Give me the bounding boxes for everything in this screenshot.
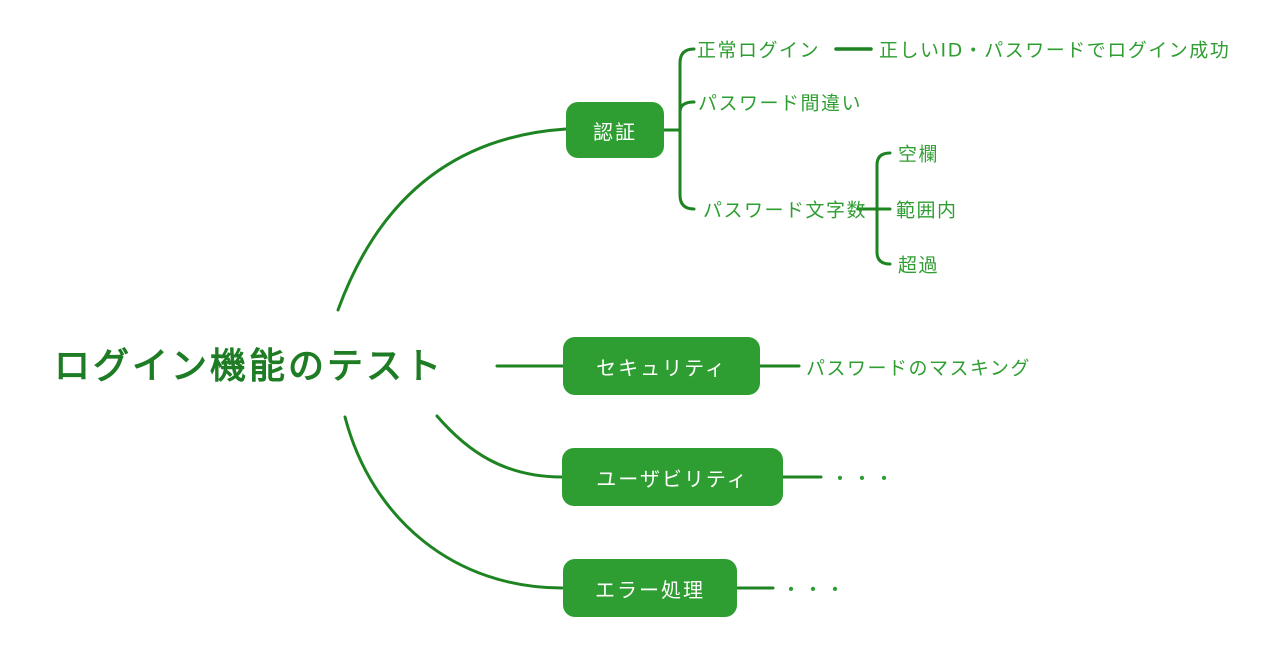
leaf-blank[interactable]: 空欄	[898, 143, 940, 166]
tick-auth-child2	[678, 100, 696, 114]
root-node-login-test[interactable]: ログイン機能のテスト	[54, 346, 445, 387]
leaf-within-range[interactable]: 範囲内	[896, 199, 958, 222]
connector-root-auth	[336, 127, 568, 312]
leaf-error-ellipsis[interactable]: ・・・	[781, 577, 847, 602]
node-authentication[interactable]: 認証	[566, 102, 664, 158]
leaf-wrong-password[interactable]: パスワード間違い	[698, 92, 863, 115]
node-security[interactable]: セキュリティ	[563, 337, 760, 395]
leaf-usability-ellipsis[interactable]: ・・・	[830, 466, 896, 491]
leaf-password-masking[interactable]: パスワードのマスキング	[806, 357, 1031, 380]
connector-root-error	[343, 415, 564, 590]
node-error-handling[interactable]: エラー処理	[563, 559, 737, 617]
leaf-normal-login[interactable]: 正常ログイン	[697, 39, 821, 62]
leaf-login-success-detail[interactable]: 正しいID・パスワードでログイン成功	[879, 39, 1231, 62]
connector-root-usability	[435, 414, 564, 479]
leaf-password-length[interactable]: パスワード文字数	[703, 199, 868, 222]
node-usability[interactable]: ユーザビリティ	[562, 448, 783, 506]
leaf-exceeded[interactable]: 超過	[898, 254, 940, 277]
bracket-auth-children	[678, 47, 696, 211]
